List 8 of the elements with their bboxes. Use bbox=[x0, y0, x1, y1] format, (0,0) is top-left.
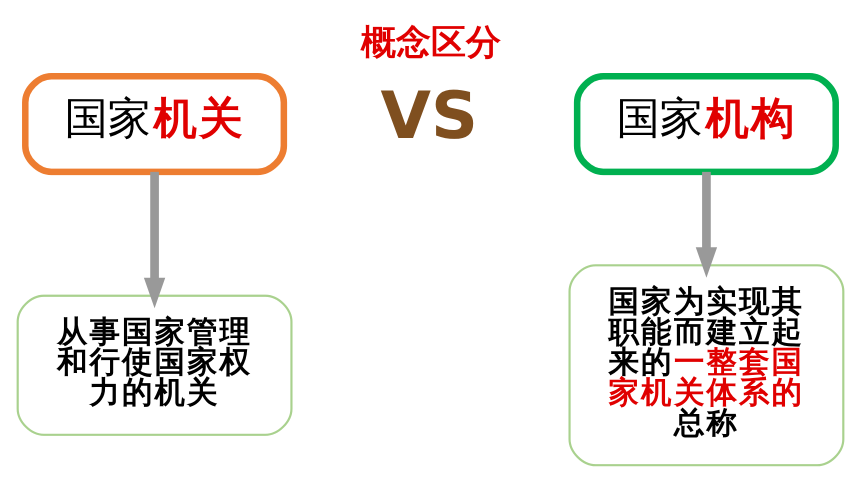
node-box: 国家机关 bbox=[22, 72, 287, 175]
node-box: 国家为实现其职能而建立起来的一整套国家机关体系的总称 bbox=[568, 264, 844, 466]
node-box: 从事国家管理和行使国家权力的机关 bbox=[16, 294, 292, 436]
label: VS bbox=[380, 78, 478, 154]
node-box: 国家机构 bbox=[573, 72, 838, 175]
arrow bbox=[143, 171, 165, 308]
diagram-title: 概念区分 bbox=[360, 22, 500, 63]
arrow bbox=[695, 171, 717, 278]
